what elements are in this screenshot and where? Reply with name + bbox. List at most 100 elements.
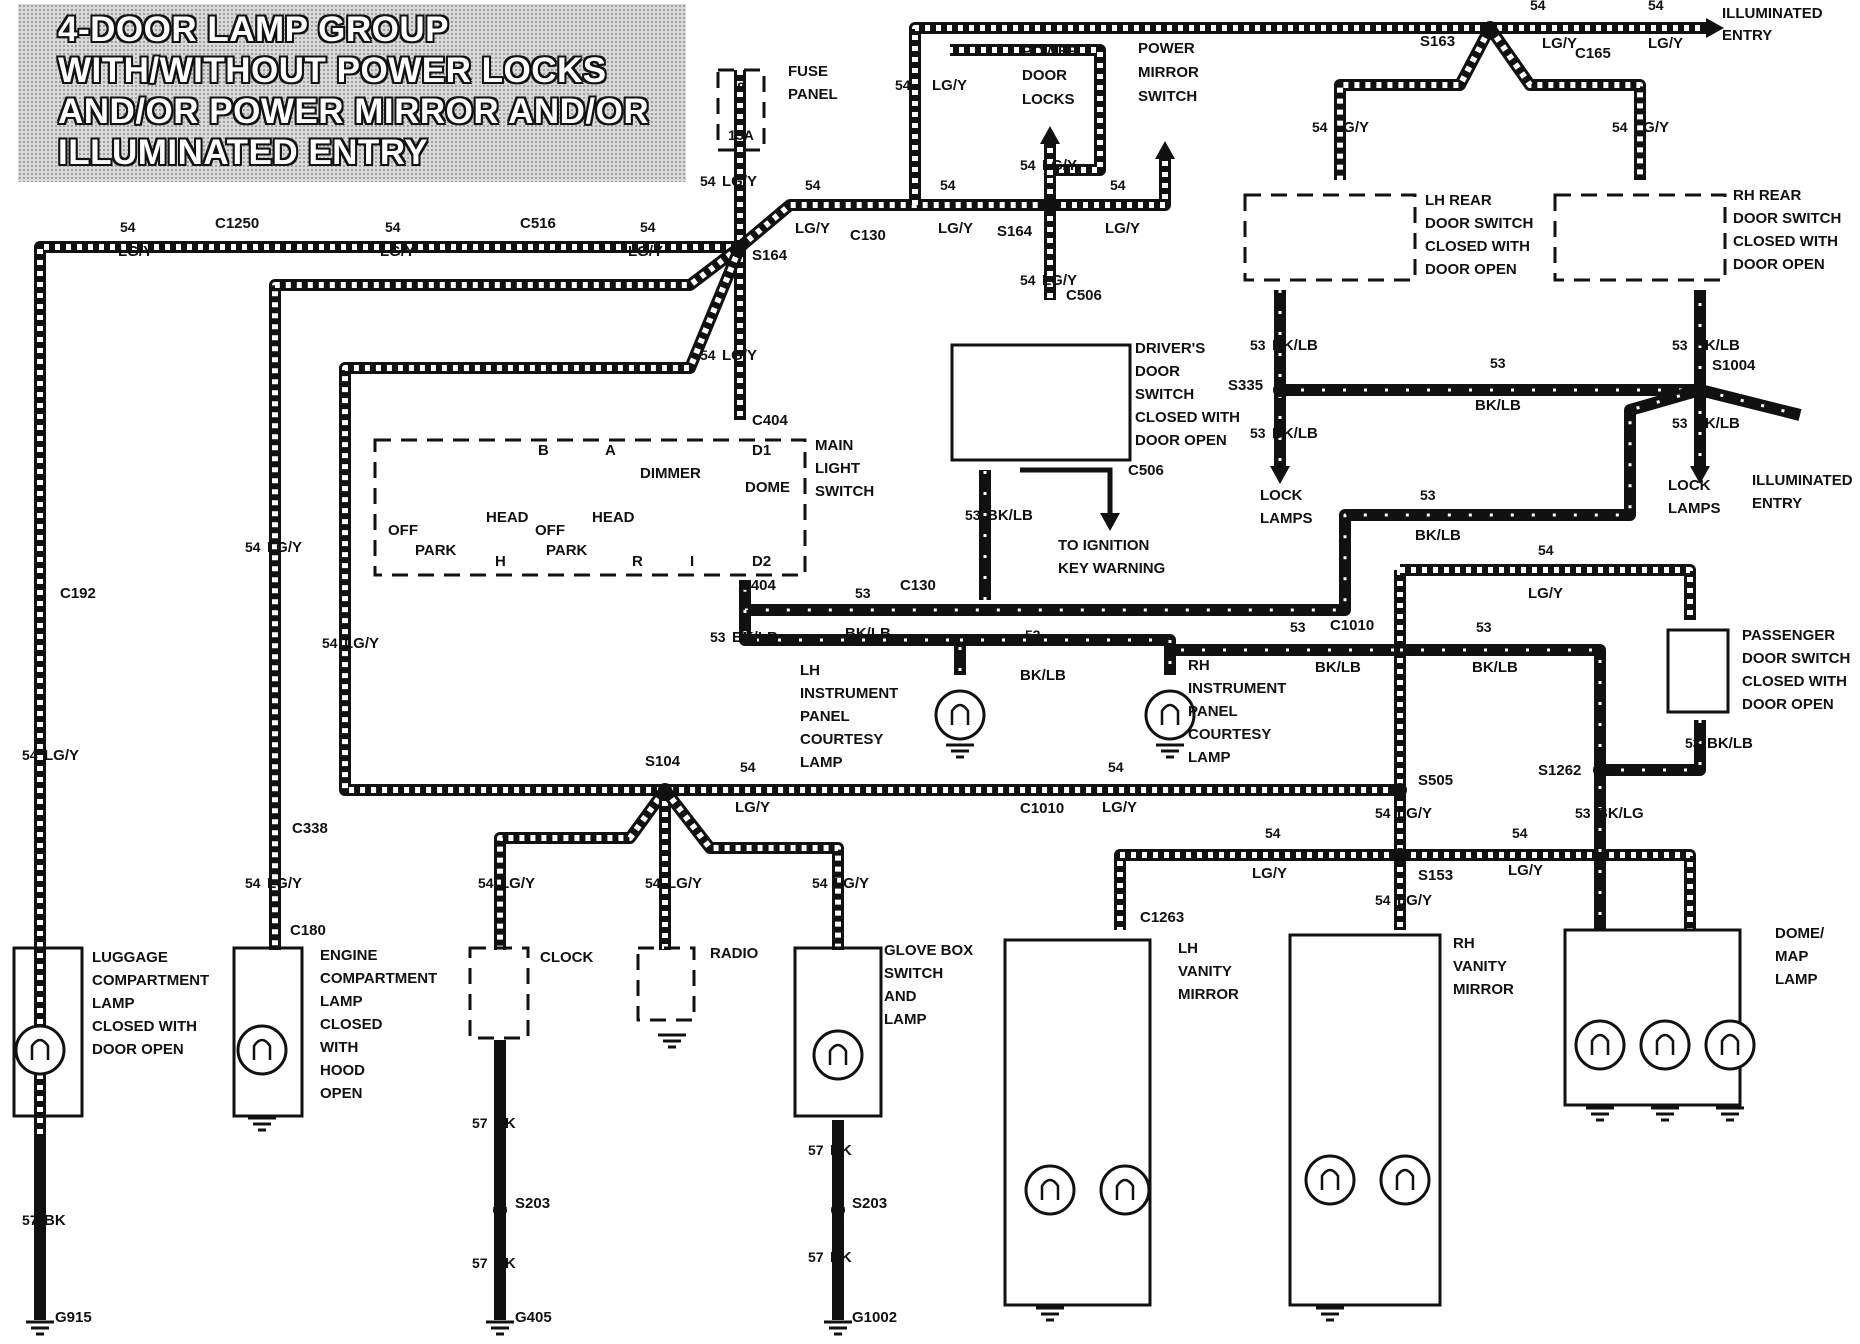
lbl-h5-c: LG/Y	[938, 220, 973, 237]
mls-head-1: HEAD	[486, 509, 529, 526]
lbl-rh-rear-53-circuit: 53	[1672, 337, 1688, 353]
dome-bulb-1-filament	[1590, 1033, 1610, 1055]
wire-54-top-bus-stripe	[912, 25, 1710, 205]
lbl-h9-c: LG/Y	[735, 799, 770, 816]
lbl-glove-57b-code: BK	[830, 1249, 852, 1266]
connector-c1250-0: C1250	[215, 215, 259, 232]
s1004-node	[1693, 383, 1707, 397]
lbl-h4-c: LG/Y	[795, 220, 830, 237]
lock-lamps-left-label-line-1: LAMPS	[1260, 510, 1313, 527]
mls-d2: D2	[752, 553, 771, 570]
lbl-engine-lamp-code: LG/Y	[267, 875, 302, 892]
ground-g1002	[824, 1320, 852, 1336]
lbl-rh-rear-code: LG/Y	[1634, 119, 1669, 136]
lbl-glove-57b-circuit: 57	[808, 1249, 824, 1265]
lbl-h15-c: BK/LB	[1475, 397, 1521, 414]
connector-c1010-9: C1010	[1330, 617, 1374, 634]
lh-rear-door-switch-label-line-3: DOOR OPEN	[1425, 261, 1517, 278]
mls-park-1: PARK	[415, 542, 457, 559]
splice-s203-10: S203	[852, 1195, 887, 1212]
wire-54-engine	[269, 242, 744, 950]
power-mirror-switch-label-line-1: MIRROR	[1138, 64, 1199, 81]
fuse-panel-label-line-1: PANEL	[788, 86, 838, 103]
engine-lamp-label-line-1: COMPARTMENT	[320, 970, 437, 987]
lh-vanity-bulb-1	[1024, 1164, 1076, 1216]
ignition-warning-arrow	[1100, 513, 1120, 531]
lbl-h19-n: 53	[1290, 619, 1306, 635]
lbl-luggage-57-code: BK	[44, 1212, 66, 1229]
lock-lamps-left-arrow	[1270, 466, 1290, 484]
lbl-h8-c: LG/Y	[1648, 35, 1683, 52]
lbl-h16-c: BK/LB	[1415, 527, 1461, 544]
ground-label-g915: G915	[55, 1309, 92, 1326]
lh-rear-door-switch-box	[1243, 193, 1417, 282]
lh-vanity-label-line-0: LH	[1178, 940, 1198, 957]
lh-ip-courtesy-label-line-1: INSTRUMENT	[800, 685, 898, 702]
wire-54-rh-rear-stripe	[1487, 26, 1643, 180]
lbl-glove-57-circuit: 57	[808, 1142, 824, 1158]
lbl-s153-circuit: 54	[1375, 892, 1391, 908]
lbl-h10-c: LG/Y	[1102, 799, 1137, 816]
lbl-s104-feed-code: LG/Y	[344, 635, 379, 652]
luggage-lamp-label-line-4: DOOR OPEN	[92, 1041, 184, 1058]
s153-node	[1393, 848, 1407, 862]
dome-bulb-1	[1574, 1019, 1626, 1071]
lbl-h3-c: LG/Y	[628, 243, 663, 260]
lbl-lock-lamps-l-code: BK/LB	[1272, 425, 1318, 442]
splice-s505-6: S505	[1418, 772, 1453, 789]
main-light-switch-box	[373, 438, 807, 577]
lbl-rh-rear-circuit: 54	[1612, 119, 1628, 135]
wire-54-passenger-top-stripe	[1400, 567, 1693, 620]
glove-box-label-line-2: AND	[884, 988, 917, 1005]
lbl-h20-n: 53	[1476, 619, 1492, 635]
drivers-door-switch-box	[950, 343, 1132, 462]
ground-lh-vanity	[1036, 1306, 1064, 1322]
rh-vanity-label-line-0: RH	[1453, 935, 1475, 952]
wire-53-passenger	[1600, 720, 1706, 776]
wire-54-rear-feed-stripe	[37, 244, 740, 1200]
glove-box-label-line-1: SWITCH	[884, 965, 943, 982]
connector-c506-6: C506	[1066, 287, 1102, 304]
drivers-door-switch-label-line-2: SWITCH	[1135, 386, 1194, 403]
mls-park-2: PARK	[546, 542, 588, 559]
power-mirror-switch-label-line-2: SWITCH	[1138, 88, 1197, 105]
lbl-lock-lamps-r-code: BK/LB	[1694, 415, 1740, 432]
main-light-switch-label-line-1: LIGHT	[815, 460, 860, 477]
rh-rear-door-switch-box	[1553, 193, 1727, 282]
glove-bulb	[812, 1029, 864, 1081]
drivers-door-switch-label-line-1: DOOR	[1135, 363, 1180, 380]
lbl-fuse-out-circuit: 54	[700, 173, 716, 189]
illuminated-entry-arrow	[1706, 18, 1724, 38]
wire-54-glove-stripe	[662, 788, 841, 950]
splice-s153-7: S153	[1418, 867, 1453, 884]
power-mirror-switch-label-line-0: POWER	[1138, 40, 1195, 57]
lbl-glove-circuit: 54	[812, 875, 828, 891]
lh-ip-bulb-filament	[950, 703, 970, 725]
lbl-h7-n: 54	[1530, 0, 1546, 13]
wire-53-lh-ip	[739, 610, 966, 675]
lbl-h1-c: LG/Y	[118, 243, 153, 260]
lbl-h6-n: 54	[1110, 177, 1126, 193]
engine-lamp-label-line-3: CLOSED	[320, 1016, 383, 1033]
lbl-h6-c: LG/Y	[1105, 220, 1140, 237]
lbl-h20-c: BK/LB	[1472, 659, 1518, 676]
lbl-s505-code: LG/Y	[1397, 805, 1432, 822]
lh-vanity-bulb-2-filament	[1115, 1178, 1135, 1200]
s164b-node	[1043, 198, 1057, 212]
lbl-engine-feed-code: LG/Y	[267, 539, 302, 556]
lbl-lh-rear-53-code: BK/LB	[1272, 337, 1318, 354]
lh-ip-bulb	[934, 689, 986, 741]
power-door-locks-label-line-0: POWER	[1022, 43, 1079, 60]
mls-i: I	[690, 553, 694, 570]
splice-s203-9: S203	[515, 1195, 550, 1212]
wire-53-dome-stripe	[1400, 648, 1602, 930]
luggage-lamp-box	[12, 946, 84, 1118]
s335-node	[1273, 383, 1287, 397]
engine-lamp-label-line-0: ENGINE	[320, 947, 378, 964]
rh-vanity-bulb-1	[1304, 1154, 1356, 1206]
rh-ip-courtesy-label-line-4: LAMP	[1188, 749, 1231, 766]
lbl-h5-n: 54	[940, 177, 956, 193]
lbl-lock-lamps-l-circuit: 53	[1250, 425, 1266, 441]
splice-s163-2: S163	[1420, 33, 1455, 50]
radio-label-line-0: RADIO	[710, 945, 759, 962]
